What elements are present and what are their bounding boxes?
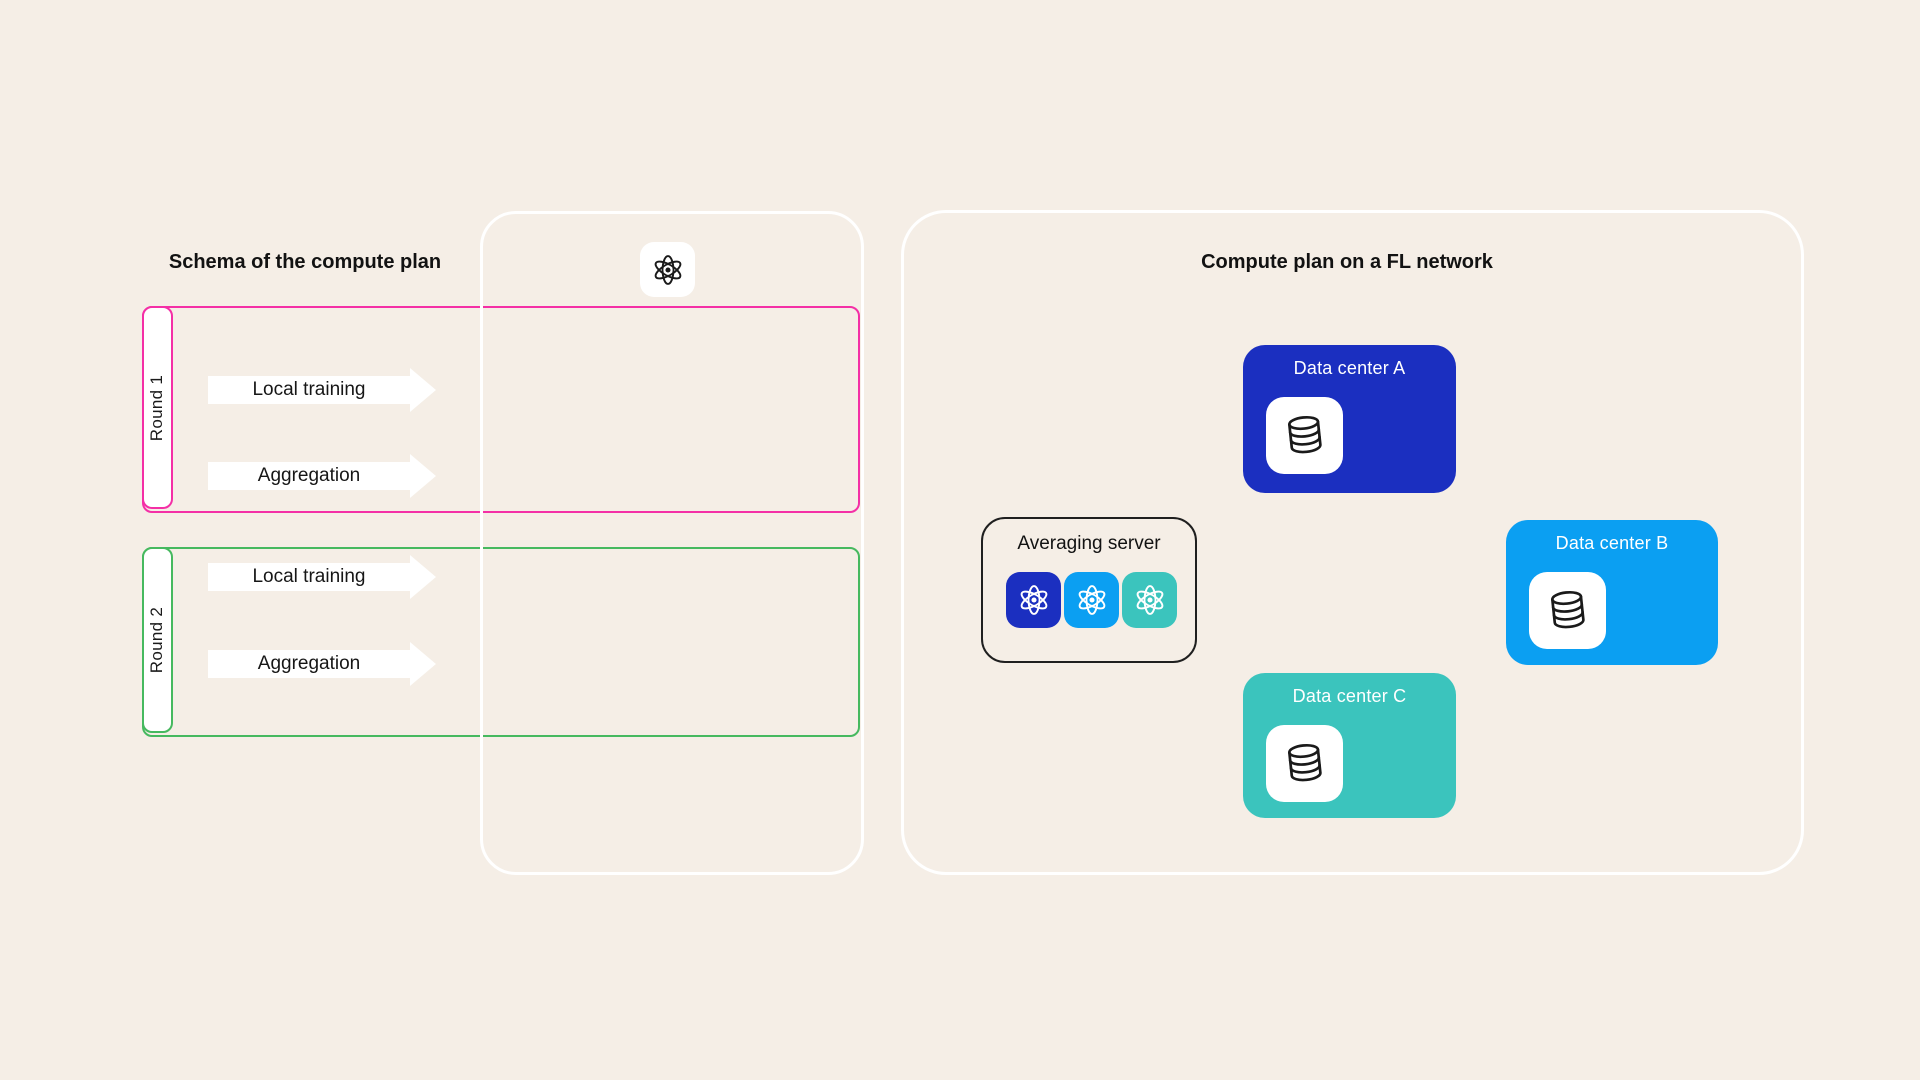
model-chip-teal (1122, 572, 1177, 628)
round1-step1-label: Local training (252, 379, 366, 400)
atom-icon (1016, 582, 1052, 618)
data-center-c-card: Data center C (1243, 673, 1456, 818)
model-chip-dark-blue (1006, 572, 1061, 628)
left-diagram-title: Schema of the compute plan (168, 251, 442, 273)
data-center-b-label: Data center B (1555, 533, 1669, 553)
averaging-server-box: Averaging server (981, 517, 1197, 663)
data-center-c-icon-tile (1266, 725, 1343, 802)
round2-aggregation-arrow: Aggregation (208, 642, 436, 686)
arrow-head (410, 642, 436, 686)
data-center-a-label: Data center A (1293, 358, 1406, 378)
round2-local-training-arrow: Local training (208, 555, 436, 599)
arrow-head (410, 368, 436, 412)
atom-icon (1132, 582, 1168, 618)
arrow-head (410, 555, 436, 599)
arrow-body: Aggregation (208, 650, 410, 678)
round2-step1-label: Local training (252, 566, 366, 587)
arrow-body: Local training (208, 376, 410, 404)
data-center-b-card: Data center B (1506, 520, 1718, 665)
averaging-server-label: Averaging server (1017, 533, 1161, 554)
round1-step2-label: Aggregation (257, 465, 361, 486)
right-diagram-title: Compute plan on a FL network (1201, 251, 1493, 273)
round2-label-box: Round 2 (142, 547, 173, 733)
round2-label: Round 2 (147, 606, 167, 674)
data-center-a-icon-tile (1266, 397, 1343, 474)
atom-icon (650, 252, 686, 288)
round1-local-training-arrow: Local training (208, 368, 436, 412)
round1-label: Round 1 (147, 374, 167, 441)
right-panel-outline (901, 210, 1804, 875)
averaged-models-row (1006, 572, 1177, 628)
data-center-b-icon-tile (1529, 572, 1606, 649)
round2-step2-label: Aggregation (257, 653, 361, 674)
arrow-head (410, 454, 436, 498)
round1-label-box: Round 1 (142, 306, 173, 509)
arrow-body: Aggregation (208, 462, 410, 490)
database-icon (1282, 413, 1328, 459)
left-panel-outline (480, 211, 864, 875)
model-chip-bright-blue (1064, 572, 1119, 628)
arrow-body: Local training (208, 563, 410, 591)
data-center-a-card: Data center A (1243, 345, 1456, 493)
round1-aggregation-arrow: Aggregation (208, 454, 436, 498)
model-tile (640, 242, 695, 297)
atom-icon (1074, 582, 1110, 618)
data-center-c-label: Data center C (1292, 686, 1407, 706)
database-icon (1282, 741, 1328, 787)
database-icon (1545, 588, 1591, 634)
